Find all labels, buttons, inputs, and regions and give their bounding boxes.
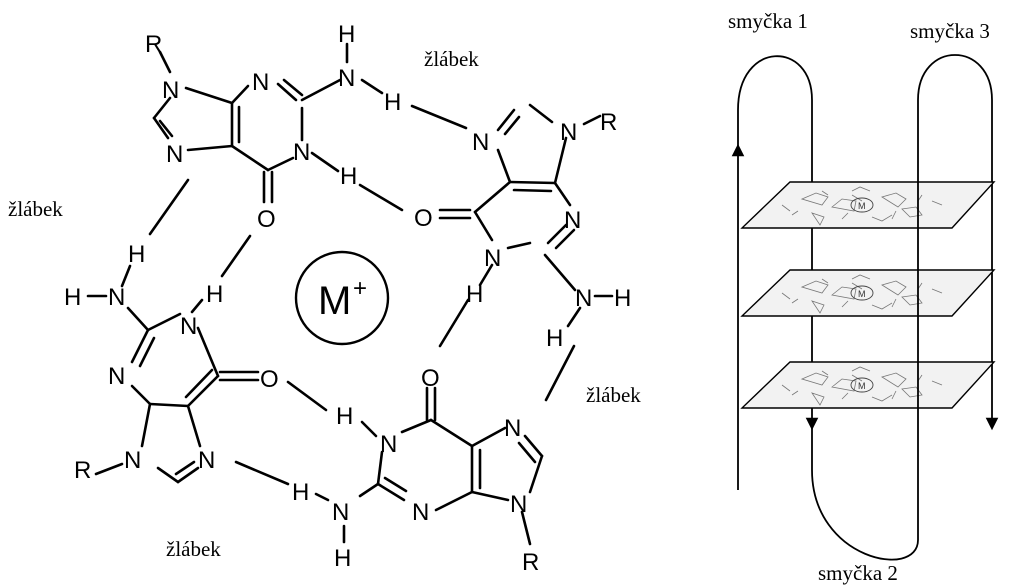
atom-n: N: [510, 491, 527, 518]
metal-ion-symbol: M: [318, 279, 351, 323]
groove-label-right: žlábek: [586, 383, 641, 407]
atom-n: N: [108, 363, 125, 390]
atom-n: N: [198, 447, 215, 474]
plate-metal-symbol: M: [858, 289, 866, 299]
quartet-plate-top: M: [740, 181, 996, 229]
g-quadruplex-stack: M M M smyčka 1 smyčka 3 smyčka 2: [728, 9, 999, 585]
atom-h: H: [546, 325, 563, 352]
atom-n: N: [380, 431, 397, 458]
metal-ion-charge: +: [353, 275, 367, 302]
guanine-top: [152, 42, 384, 204]
strand-group-front: [731, 100, 919, 540]
quartet-plate-bottom: M: [740, 361, 996, 409]
atom-h: H: [64, 284, 81, 311]
atom-r: R: [145, 31, 162, 58]
atom-h: H: [338, 21, 355, 48]
loop-label-1: smyčka 1: [728, 9, 808, 33]
metal-ion: M +: [294, 250, 390, 346]
guanine-left: [86, 264, 260, 484]
atom-n: N: [166, 141, 183, 168]
atom-n: N: [108, 284, 125, 311]
atom-h: H: [384, 89, 401, 116]
atom-n: N: [412, 499, 429, 526]
groove-label-left: žlábek: [8, 197, 63, 221]
atom-n: N: [560, 119, 577, 146]
atom-h: H: [466, 281, 483, 308]
atom-n: N: [180, 313, 197, 340]
atom-n: N: [575, 285, 592, 312]
atom-h: H: [336, 403, 353, 430]
loop-label-3: smyčka 3: [910, 19, 990, 43]
guanine-bottom: [314, 386, 544, 546]
groove-label-bottom: žlábek: [166, 537, 221, 561]
atom-n: N: [484, 245, 501, 272]
loop-2: [811, 424, 919, 561]
groove-label-top: žlábek: [424, 47, 479, 71]
atom-n: N: [293, 139, 310, 166]
atom-h: H: [206, 281, 223, 308]
atom-n: N: [504, 415, 521, 442]
atom-n: N: [564, 207, 581, 234]
atom-o: O: [257, 206, 276, 233]
g-quartet-structure: R N N N N O N H H H N N R N N O N H H H …: [8, 21, 641, 576]
atom-o: O: [414, 205, 433, 232]
atom-o: O: [260, 366, 279, 393]
guanine-right-top: [438, 103, 614, 328]
atom-r: R: [522, 549, 539, 576]
loop-3: [917, 54, 993, 101]
atom-h: H: [334, 545, 351, 572]
atom-h: H: [292, 479, 309, 506]
plate-metal-symbol: M: [858, 381, 866, 391]
atom-h: H: [340, 163, 357, 190]
atom-labels: R N N N N O N H H H N N R N N O N H H H …: [64, 21, 631, 576]
atom-n: N: [338, 65, 355, 92]
atom-r: R: [600, 109, 617, 136]
atom-n: N: [472, 129, 489, 156]
atom-r: R: [74, 457, 91, 484]
atom-o: O: [421, 365, 440, 392]
atom-n: N: [124, 447, 141, 474]
atom-h: H: [128, 241, 145, 268]
atom-n: N: [252, 69, 269, 96]
loop-label-2: smyčka 2: [818, 561, 898, 585]
atom-h: H: [614, 285, 631, 312]
hydrogen-bonds: [148, 104, 576, 486]
loop-1: [737, 55, 813, 150]
atom-n: N: [332, 499, 349, 526]
quartet-plate-middle: M: [740, 269, 996, 317]
atom-n: N: [162, 77, 179, 104]
plate-metal-symbol: M: [858, 201, 866, 211]
